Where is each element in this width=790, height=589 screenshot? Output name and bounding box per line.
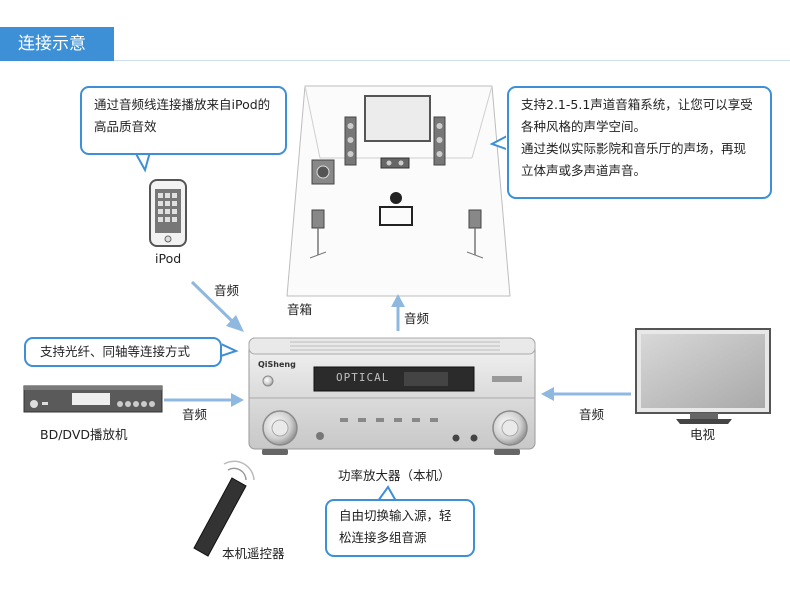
header-divider <box>114 60 790 61</box>
label-ipod-audio: 音频 <box>214 283 240 298</box>
bd-dvd-player <box>23 385 163 413</box>
amplifier-brand: QiSheng <box>258 360 296 369</box>
label-tv: 电视 <box>690 427 716 442</box>
label-amplifier: 功率放大器（本机） <box>338 468 451 483</box>
callout-input: 自由切换输入源，轻松连接多组音源 <box>325 499 475 557</box>
label-bd-dvd: BD/DVD播放机 <box>40 427 128 442</box>
arrow-amp-to-speakers <box>391 294 405 331</box>
amplifier-device <box>248 337 536 455</box>
label-speakers: 音箱 <box>287 302 313 317</box>
label-bd-audio: 音频 <box>182 407 208 422</box>
label-remote: 本机遥控器 <box>222 546 285 561</box>
section-title: 连接示意 <box>0 27 114 61</box>
amplifier-display-text: OPTICAL <box>336 371 390 384</box>
callout-ipod: 通过音频线连接播放来自iPod的高品质音效 <box>80 86 287 155</box>
arrow-ipod-to-amp <box>190 280 244 332</box>
callout-speakers-line2: 通过类似实际影院和音乐厅的声场，再现立体声或多声道声音。 <box>521 141 747 178</box>
label-ipod: iPod <box>155 251 182 266</box>
arrows <box>164 280 631 407</box>
room-illustration <box>286 85 511 297</box>
arrow-tv-to-amp <box>541 387 631 401</box>
callout-optical: 支持光纤、同轴等连接方式 <box>24 337 222 367</box>
label-tv-audio: 音频 <box>579 407 605 422</box>
callout-speakers: 支持2.1-5.1声道音箱系统，让您可以享受各种风格的声学空间。 通过类似实际影… <box>507 86 772 199</box>
label-speaker-audio: 音频 <box>404 311 430 326</box>
ipod-device <box>149 179 187 247</box>
callout-speakers-line1: 支持2.1-5.1声道音箱系统，让您可以享受各种风格的声学空间。 <box>521 97 753 134</box>
arrow-bd-to-amp <box>164 393 244 407</box>
remote-control <box>193 460 255 557</box>
tv-device <box>635 328 771 424</box>
